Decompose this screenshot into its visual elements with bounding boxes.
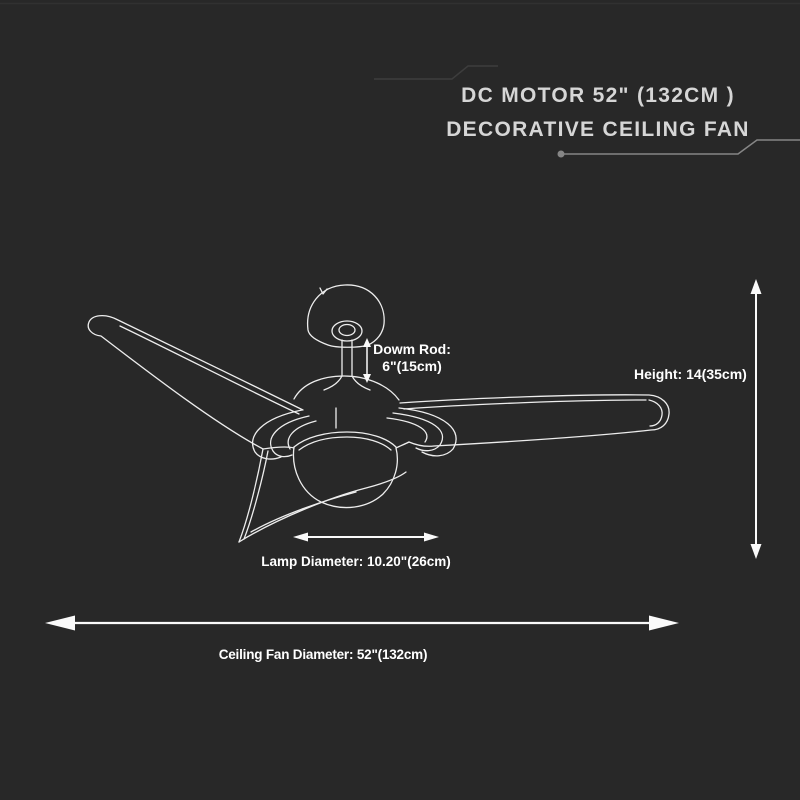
height-label: Height: 14(35cm): [634, 366, 747, 382]
canopy-notch: [319, 287, 328, 295]
decorative-circuit-line-under-title: [557, 139, 800, 158]
canopy-outline: [307, 284, 385, 348]
product-title-line1: DC MOTOR 52" (132CM ): [461, 84, 735, 107]
height-dimension-arrow: [750, 279, 762, 559]
right-arm-curve-inner: [386, 417, 428, 443]
left-arm-curve-middle: [269, 415, 310, 458]
arrow-left-icon: [293, 532, 308, 542]
fan-diameter-label: Ceiling Fan Diameter: 52"(132cm): [218, 647, 428, 662]
lamp-diameter-dimension-arrow: [293, 532, 439, 542]
product-title: DC MOTOR 52" (132CM ) DECORATIVE CEILING…: [398, 79, 798, 147]
hub-left-join: [262, 446, 295, 450]
left-arm-curve-outer: [251, 409, 303, 460]
product-title-line2: DECORATIVE CEILING FAN: [446, 118, 750, 141]
arrow-up-icon: [363, 338, 371, 347]
ball-joint-inner: [338, 323, 356, 337]
lamp-dome: [292, 446, 398, 509]
right-blade-inner-line: [403, 399, 647, 410]
down-rod-label-text: Dowm Rod:: [373, 341, 451, 357]
decorative-circuit-line-upper: [374, 65, 498, 80]
down-rod-dimension-arrow: [363, 338, 371, 383]
arrow-left-icon: [45, 615, 75, 631]
ceiling-fan-illustration: [87, 284, 670, 543]
bottom-blade-right-edge: [238, 471, 407, 543]
left-blade-inner-line: [119, 325, 300, 415]
left-arm-curve-inner: [287, 420, 317, 450]
bottom-blade-left-inner-edge: [243, 450, 269, 540]
arrow-right-icon: [649, 615, 679, 631]
right-arm-curve-outer: [398, 407, 457, 457]
lamp-rim-outer: [293, 431, 397, 448]
arrow-up-icon: [750, 279, 762, 294]
arrow-down-icon: [363, 374, 371, 383]
circuit-trace-icon: [374, 65, 498, 80]
arrow-right-icon: [424, 532, 439, 542]
lamp-diameter-label: Lamp Diameter: 10.20"(26cm): [261, 554, 451, 569]
right-blade-tip-inner-line: [648, 399, 663, 427]
down-rod-value-text: 6"(15cm): [382, 358, 442, 374]
motor-dome: [293, 375, 400, 401]
bottom-blade-inner-line: [250, 491, 357, 533]
lamp-rim-inner: [298, 436, 392, 451]
arrow-down-icon: [750, 544, 762, 559]
right-blade-outline: [399, 394, 670, 447]
left-blade-outline: [87, 315, 304, 450]
right-arm-curve-middle: [392, 412, 444, 452]
down-rod-label: Dowm Rod: 6"(15cm): [370, 341, 454, 375]
circuit-trace-icon: [564, 139, 800, 155]
circuit-dot-icon: [557, 150, 565, 158]
hub-right-join: [395, 441, 410, 449]
fan-diameter-dimension-arrow: [45, 615, 679, 631]
ball-joint-outer: [331, 320, 363, 342]
